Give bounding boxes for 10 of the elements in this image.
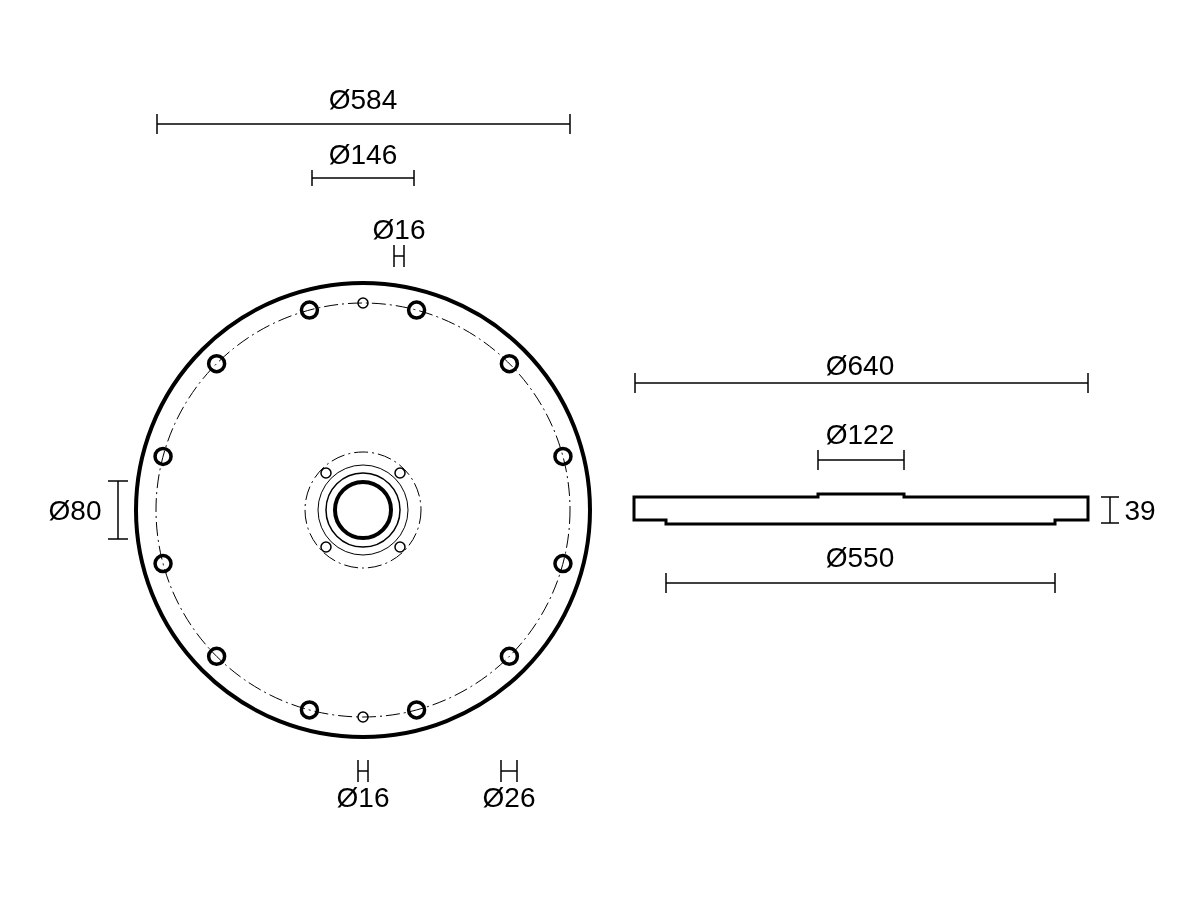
dimension-label: Ø80	[48, 495, 102, 527]
dimension-label: Ø26	[482, 782, 536, 814]
dimension-label: Ø16	[372, 214, 426, 246]
dimension-label: Ø122	[825, 419, 895, 451]
dimension-label: Ø146	[328, 139, 398, 171]
dimension-label: Ø550	[825, 542, 895, 574]
dimension-label: Ø16	[336, 782, 390, 814]
dimension-label: Ø584	[328, 84, 398, 116]
dimension-label: Ø640	[825, 350, 895, 382]
dimension-label: 39	[1124, 495, 1156, 527]
